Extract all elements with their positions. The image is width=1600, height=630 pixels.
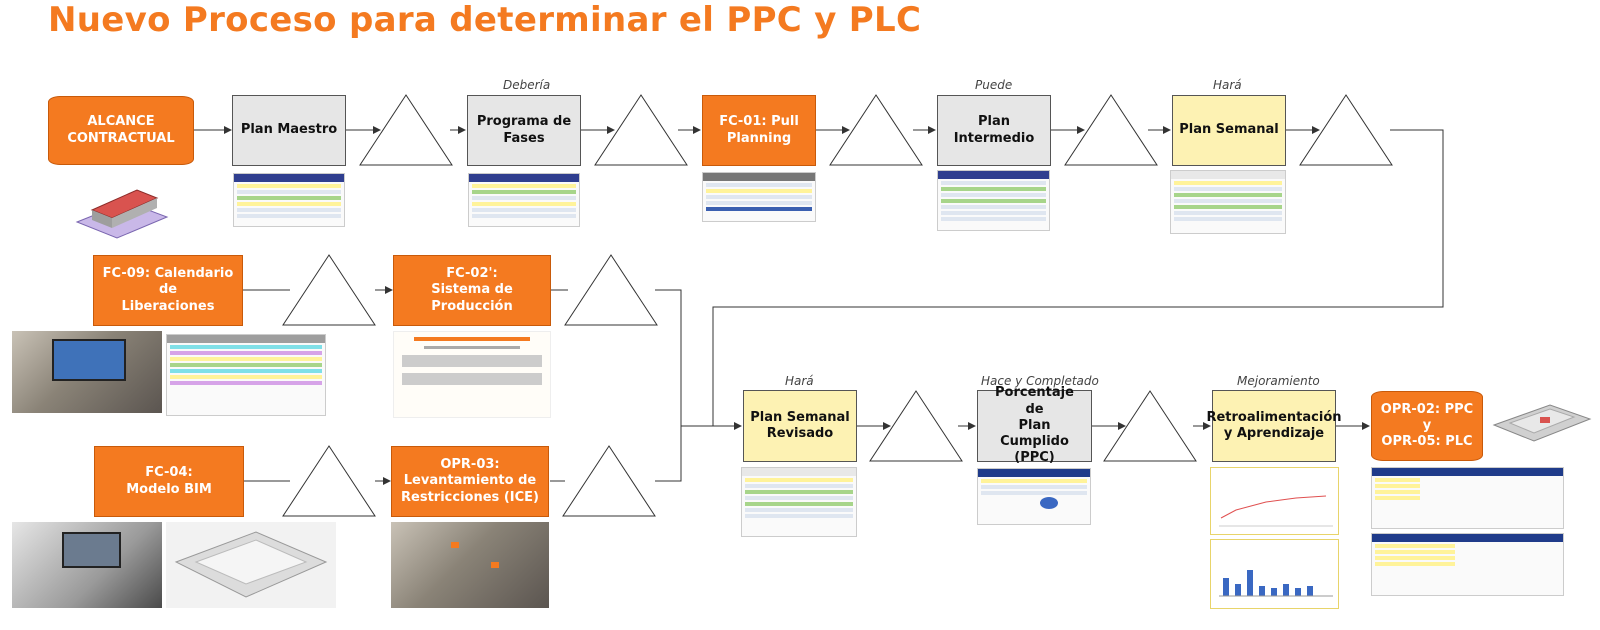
bim-model-render-image xyxy=(166,522,336,608)
node-alcance-contractual: ALCANCE CONTRACTUAL xyxy=(48,96,194,165)
sistema-produccion-diagram-image xyxy=(393,331,551,418)
programa-fases-schedule-image xyxy=(468,173,580,227)
calendar-meeting-photo xyxy=(12,331,162,413)
node-ppc: Porcentaje de Plan Cumplido (PPC) xyxy=(977,385,1092,465)
triangle-5 xyxy=(1299,94,1393,166)
node-programa-de-fases: Programa de Fases xyxy=(467,95,581,166)
node-fc04-modelo-bim: FC-04: Modelo BIM xyxy=(94,446,244,517)
page-title: Nuevo Proceso para determinar el PPC y P… xyxy=(48,0,922,40)
restricciones-meeting-photo xyxy=(391,522,549,608)
bim-meeting-photo xyxy=(12,522,162,608)
triangle-10 xyxy=(869,390,963,462)
node-plan-semanal-revisado: Plan Semanal Revisado xyxy=(743,390,857,462)
annotation-deberia: Debería xyxy=(503,78,551,92)
node-retroalimentacion-y-aprendizaje: Retroalimentación y Aprendizaje xyxy=(1206,390,1342,462)
triangle-2 xyxy=(594,94,688,166)
annotation-hara-1: Hará xyxy=(1213,78,1242,92)
plan-maestro-schedule-image xyxy=(233,173,345,227)
node-fc01-pull-planning: FC-01: Pull Planning xyxy=(702,95,816,166)
node-fc09-calendario-de-liberaciones: FC-09: Calendario de Liberaciones xyxy=(93,255,243,326)
calendar-liberaciones-sheet-image xyxy=(166,334,326,416)
node-fc02-sistema-de-produccion: FC-02': Sistema de Producción xyxy=(393,255,551,326)
node-plan-intermedio: Plan Intermedio xyxy=(937,95,1051,166)
ppc-plc-dashboard-image-2 xyxy=(1371,533,1564,596)
retro-line-chart-image xyxy=(1210,467,1339,535)
triangle-4 xyxy=(1064,94,1158,166)
final-building-model-image xyxy=(1490,395,1594,447)
building-model-icon xyxy=(75,189,169,239)
pull-planning-image xyxy=(702,172,816,222)
annotation-mejoramiento: Mejoramiento xyxy=(1237,374,1320,388)
final-building-icon xyxy=(1492,404,1592,442)
plan-semanal-revisado-sheet-image xyxy=(741,467,857,537)
node-opr03-levantamiento-de-restricciones: OPR-03: Levantamiento de Restricciones (… xyxy=(391,446,549,517)
triangle-9 xyxy=(562,445,656,517)
plan-intermedio-gantt-image xyxy=(937,170,1050,231)
node-plan-maestro: Plan Maestro xyxy=(232,95,346,166)
annotation-hara-2: Hará xyxy=(785,374,814,388)
bim-model-icon xyxy=(174,531,328,598)
ppc-plc-dashboard-image-1 xyxy=(1371,467,1564,529)
bar-chart-thumbnail xyxy=(1219,570,1333,597)
retro-bar-chart-image xyxy=(1210,539,1339,609)
triangle-8 xyxy=(282,445,376,517)
annotation-puede: Puede xyxy=(975,78,1013,92)
node-opr02-ppc-opr05-plc: OPR-02: PPC y OPR-05: PLC xyxy=(1371,391,1483,461)
node-plan-semanal: Plan Semanal xyxy=(1172,95,1286,166)
building-model-image xyxy=(72,172,172,240)
triangle-6 xyxy=(282,254,376,326)
triangle-3 xyxy=(829,94,923,166)
annotation-hace-y-completado: Hace y Completado xyxy=(981,374,1099,388)
ppc-sheet-image xyxy=(977,468,1091,525)
triangle-7 xyxy=(564,254,658,326)
plan-semanal-sheet-image xyxy=(1170,170,1286,234)
triangle-1 xyxy=(359,94,453,166)
line-chart-thumbnail xyxy=(1219,495,1333,527)
triangle-11 xyxy=(1103,390,1197,462)
